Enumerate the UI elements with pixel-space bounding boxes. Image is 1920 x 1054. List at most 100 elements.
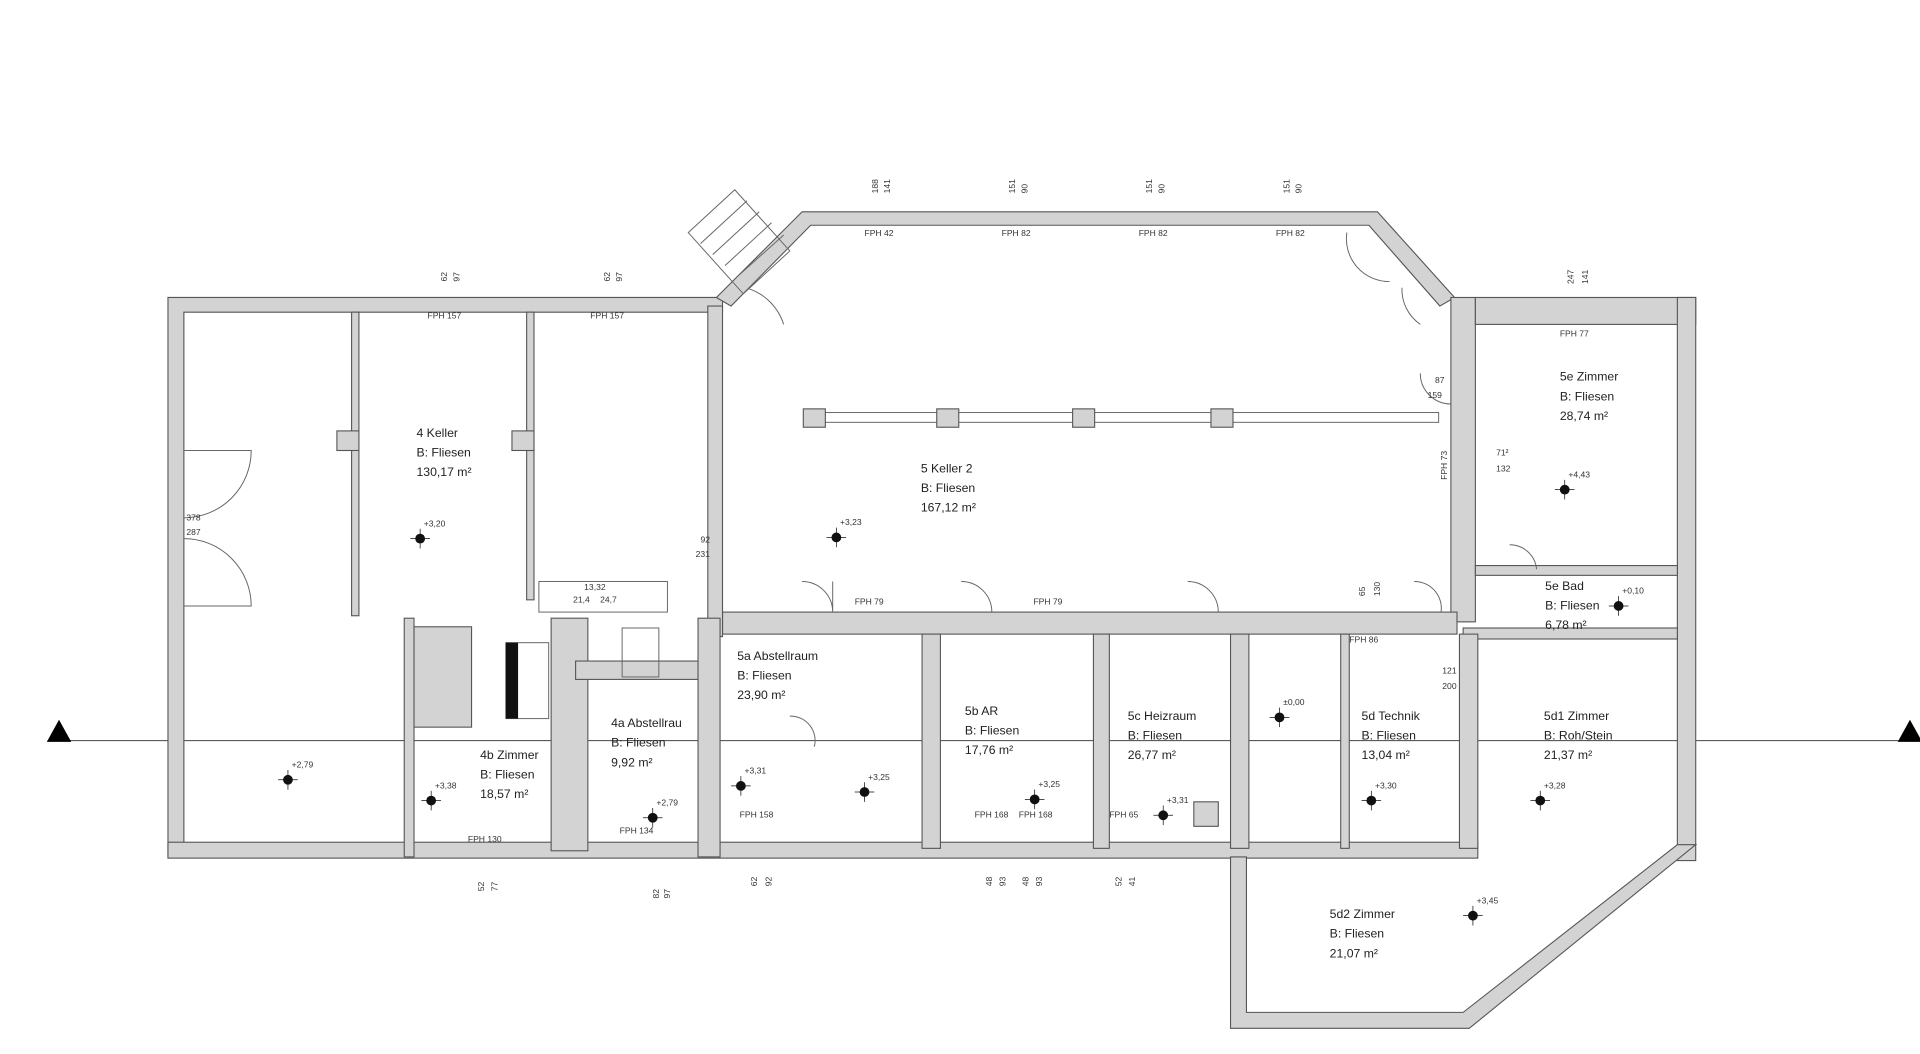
dimension-value: 62 bbox=[749, 877, 759, 887]
room-area: 28,74 m² bbox=[1560, 409, 1608, 423]
level-value: +3,23 bbox=[840, 517, 862, 527]
room-floor: B: Fliesen bbox=[416, 446, 471, 460]
level-marker-icon bbox=[1463, 905, 1483, 926]
level-marker-icon bbox=[1554, 479, 1575, 500]
level-value: +3,20 bbox=[424, 518, 446, 528]
room-floor: B: Fliesen bbox=[1545, 599, 1600, 613]
room-floor: B: Fliesen bbox=[1330, 927, 1385, 941]
room-name: 5a Abstellraum bbox=[737, 649, 818, 663]
level-value: +2,79 bbox=[292, 760, 314, 770]
level-value: ±0,00 bbox=[1283, 697, 1305, 707]
level-marker-icon bbox=[1608, 596, 1629, 616]
level-marker-icon bbox=[1361, 790, 1382, 811]
room-area: 18,57 m² bbox=[480, 787, 528, 801]
dimension-value: 97 bbox=[451, 272, 461, 282]
room-area: 21,37 m² bbox=[1544, 748, 1592, 762]
dimension-value: 82 bbox=[651, 889, 661, 899]
room-area: 23,90 m² bbox=[737, 688, 785, 702]
level-value: +4,43 bbox=[1568, 469, 1590, 479]
window-label: FPH 86 bbox=[1349, 635, 1378, 645]
window-label: FPH 168 bbox=[1019, 810, 1053, 820]
level-marker-icon bbox=[278, 769, 298, 790]
window-label: FPH 157 bbox=[427, 310, 461, 320]
dimension-value: 200 bbox=[1442, 681, 1457, 691]
window-label: FPH 79 bbox=[1033, 597, 1062, 607]
level-value: +3,45 bbox=[1477, 895, 1499, 905]
dimension-value: 141 bbox=[1580, 269, 1590, 284]
dimension-value: 151 bbox=[1144, 179, 1154, 194]
dimension-value: 151 bbox=[1281, 179, 1291, 194]
level-marker-icon bbox=[731, 776, 751, 796]
dimension-value: 93 bbox=[1034, 877, 1044, 887]
dimension-value: 92 bbox=[763, 877, 773, 887]
dimension-value: 71² bbox=[1496, 447, 1509, 457]
dimension-value: 90 bbox=[1019, 184, 1029, 194]
dimension-value: 97 bbox=[614, 272, 624, 282]
level-value: +2,79 bbox=[656, 797, 678, 807]
window-label: FPH 82 bbox=[1276, 228, 1305, 238]
window-label: FPH 157 bbox=[590, 310, 624, 320]
dimension-value: 77 bbox=[489, 881, 499, 891]
level-value: +3,31 bbox=[745, 766, 767, 776]
room-name: 5d Technik bbox=[1362, 709, 1421, 723]
dimension-value: 13,32 bbox=[584, 582, 606, 592]
room-area: 130,17 m² bbox=[416, 465, 471, 479]
dimension-value: 141 bbox=[882, 179, 892, 194]
room-name: 4b Zimmer bbox=[480, 748, 538, 762]
level-value: +3,28 bbox=[1544, 780, 1566, 790]
room-name: 5 Keller 2 bbox=[921, 462, 973, 476]
room-name: 4a Abstellrau bbox=[611, 716, 682, 730]
room-name: 5c Heizraum bbox=[1128, 709, 1197, 723]
level-marker-icon bbox=[642, 807, 663, 828]
level-value: +0,10 bbox=[1622, 586, 1644, 596]
dimension-value: 231 bbox=[696, 549, 711, 559]
dimension-value: 90 bbox=[1294, 184, 1304, 194]
room-area: 17,76 m² bbox=[965, 743, 1013, 757]
dimension-value: 62 bbox=[602, 272, 612, 282]
level-marker-icon bbox=[826, 527, 847, 548]
walls bbox=[167, 211, 1698, 1029]
level-value: +3,31 bbox=[1167, 795, 1189, 805]
room-floor: B: Roh/Stein bbox=[1544, 728, 1613, 742]
room-area: 13,04 m² bbox=[1362, 748, 1410, 762]
level-marker-icon bbox=[1153, 805, 1174, 826]
room-name: 5e Bad bbox=[1545, 579, 1584, 593]
room-floor: B: Fliesen bbox=[480, 768, 535, 782]
dimension-value: 87 bbox=[1435, 375, 1445, 385]
room-name: 5b AR bbox=[965, 704, 998, 718]
dimension-value: 48 bbox=[1021, 877, 1031, 887]
stairs bbox=[505, 189, 791, 720]
dimension-value: 52 bbox=[1114, 877, 1124, 887]
dimension-value: 24,7 bbox=[600, 594, 617, 604]
dimension-value: 93 bbox=[997, 877, 1007, 887]
dimension-value: 130 bbox=[1372, 582, 1382, 597]
dimension-value: 92 bbox=[700, 534, 710, 544]
window-label: FPH 65 bbox=[1109, 810, 1138, 820]
room-name: 5d1 Zimmer bbox=[1544, 709, 1609, 723]
room-name: 5d2 Zimmer bbox=[1330, 907, 1395, 921]
window-label: FPH 73 bbox=[1439, 451, 1449, 480]
dimension-value: 132 bbox=[1496, 463, 1511, 473]
room-area: 167,12 m² bbox=[921, 501, 976, 515]
doors bbox=[183, 232, 1538, 747]
window-label: FPH 77 bbox=[1560, 329, 1589, 339]
level-value: +3,25 bbox=[868, 772, 890, 782]
level-marker-icon bbox=[1530, 790, 1551, 811]
window-label: FPH 82 bbox=[1139, 228, 1168, 238]
dimension-value: 247 bbox=[1565, 269, 1575, 284]
room-area: 6,78 m² bbox=[1545, 618, 1586, 632]
window-label: FPH 82 bbox=[1002, 228, 1031, 238]
section-marker-right-icon bbox=[1897, 719, 1920, 742]
dimension-value: 151 bbox=[1007, 179, 1017, 194]
room-floor: B: Fliesen bbox=[1128, 728, 1183, 742]
level-marker-icon bbox=[410, 528, 430, 549]
dimension-value: 159 bbox=[1428, 390, 1443, 400]
dimension-value: 90 bbox=[1156, 184, 1166, 194]
dimension-value: 48 bbox=[984, 877, 994, 887]
dimension-value: 62 bbox=[439, 272, 449, 282]
window-label: FPH 158 bbox=[740, 810, 774, 820]
room-area: 26,77 m² bbox=[1128, 748, 1176, 762]
window-label: FPH 79 bbox=[855, 597, 884, 607]
level-value: +3,25 bbox=[1038, 779, 1060, 789]
